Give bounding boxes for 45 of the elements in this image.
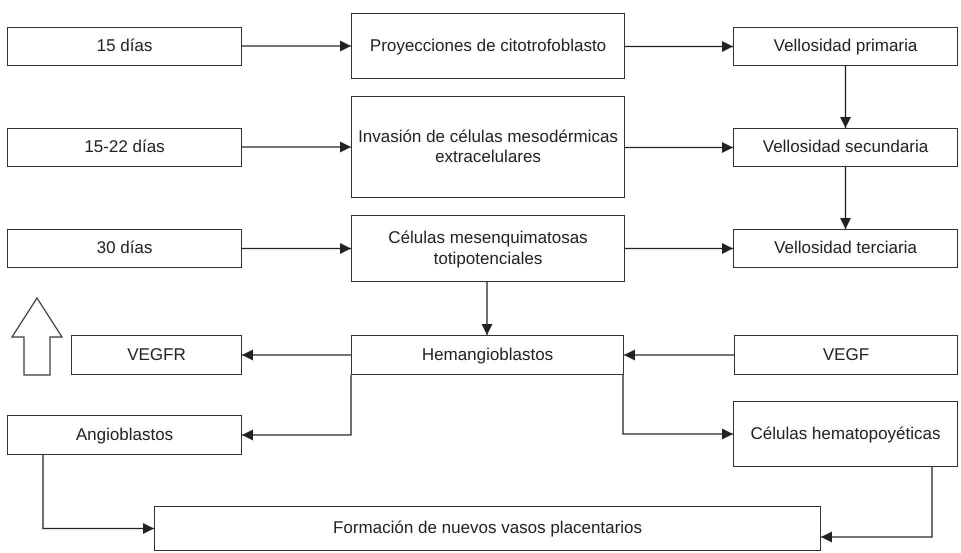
arrow (242, 350, 351, 360)
process-box (7, 27, 242, 66)
box-label: 15-22 días (84, 137, 165, 158)
arrow (624, 350, 734, 360)
process-box (733, 229, 958, 268)
box-label: Vellosidad secundaria (762, 137, 928, 158)
arrow (242, 40, 351, 52)
process-box (7, 229, 242, 268)
process-box (351, 96, 625, 198)
process-box (154, 506, 821, 551)
process-box (351, 335, 624, 375)
box-label: Células mesenquimatosas totipotenciales (387, 228, 589, 269)
arrow (242, 243, 351, 254)
arrow (242, 142, 351, 152)
box-label: Invasión de células mesodérmicas extracelulares (357, 126, 619, 168)
box-label: Hemangioblastos (422, 344, 554, 366)
arrow (242, 375, 352, 440)
arrow (625, 243, 733, 254)
arrow (840, 167, 851, 229)
arrow (625, 41, 733, 52)
process-box (733, 128, 958, 167)
process-box (734, 335, 958, 375)
box-label: 15 días (96, 36, 152, 57)
box-label: Formación de nuevos vasos placentarios (333, 518, 642, 539)
arrow (821, 467, 933, 542)
box-label: Proyecciones de citotrofoblasto (370, 36, 606, 56)
box-label: Angioblastos (76, 424, 174, 446)
box-label: Vellosidad primaria (774, 36, 918, 57)
box-label: Vellosidad terciaria (774, 238, 917, 259)
process-box (7, 128, 242, 167)
arrow (625, 142, 733, 153)
arrow (840, 66, 851, 128)
arrow (622, 375, 733, 440)
box-label: VEGFR (127, 344, 186, 366)
process-box (733, 401, 958, 467)
arrow (42, 455, 154, 534)
box-label: 30 días (96, 238, 152, 259)
process-box (351, 13, 625, 79)
arrow (482, 282, 492, 335)
process-box (351, 215, 625, 282)
process-box (733, 27, 958, 66)
box-label: Células hematopoyéticas (750, 424, 940, 444)
box-label: VEGF (822, 344, 870, 366)
process-box (7, 415, 242, 455)
process-box (71, 335, 242, 375)
